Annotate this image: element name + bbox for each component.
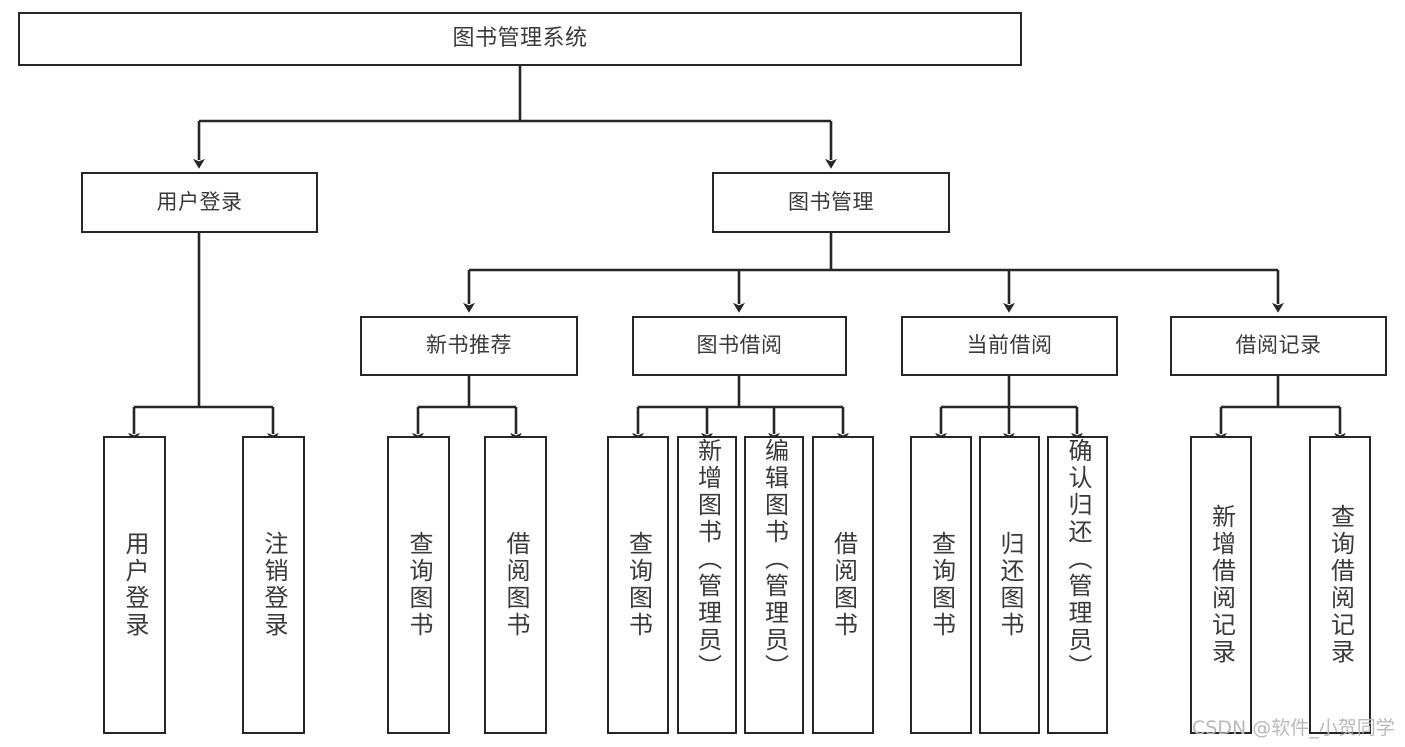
node-borrow-record[interactable]: 借阅记录 (1170, 316, 1387, 376)
node-label: 用户登录 (120, 531, 149, 639)
node-label: 图书管理 (788, 189, 874, 214)
node-label: 查询图书 (927, 531, 956, 639)
node-label: 用户登录 (156, 189, 243, 214)
node-label: 新增图书（管理员） (693, 438, 722, 681)
node-current-borrow[interactable]: 当前借阅 (901, 316, 1118, 376)
node-label: 借阅图书 (501, 531, 530, 639)
node-label: 归还图书 (995, 531, 1024, 639)
leaf-query-book-recommend[interactable]: 查询图书 (387, 436, 450, 734)
leaf-logout-login[interactable]: 注销登录 (242, 436, 305, 734)
leaf-edit-book-admin[interactable]: 编辑图书（管理员） (744, 436, 804, 734)
node-label: 新书推荐 (426, 333, 512, 358)
leaf-borrow-book-recommend[interactable]: 借阅图书 (484, 436, 547, 734)
node-label: 确认归还（管理员） (1063, 438, 1092, 681)
leaf-add-book-admin[interactable]: 新增图书（管理员） (677, 436, 737, 734)
node-label: 新增借阅记录 (1207, 504, 1236, 666)
node-label: 图书管理系统 (452, 25, 588, 51)
leaf-add-borrow-record[interactable]: 新增借阅记录 (1190, 436, 1252, 734)
node-label: 注销登录 (259, 531, 288, 639)
node-user-login[interactable]: 用户登录 (81, 172, 318, 233)
node-book-borrow[interactable]: 图书借阅 (632, 316, 847, 376)
node-label: 借阅图书 (829, 531, 858, 639)
node-label: 图书借阅 (696, 333, 783, 358)
leaf-borrow-book-borrow[interactable]: 借阅图书 (812, 436, 874, 734)
csdn-watermark: CSDN @软件_小贺同学 (1192, 717, 1395, 739)
node-label: 编辑图书（管理员） (760, 438, 789, 681)
leaf-user-login[interactable]: 用户登录 (103, 436, 166, 734)
leaf-query-borrow-record[interactable]: 查询借阅记录 (1309, 436, 1371, 734)
leaf-query-book-borrow[interactable]: 查询图书 (607, 436, 669, 734)
node-label: 当前借阅 (966, 333, 1053, 358)
leaf-query-book-current[interactable]: 查询图书 (910, 436, 972, 734)
node-new-book-recommend[interactable]: 新书推荐 (360, 316, 578, 376)
node-label: 借阅记录 (1235, 333, 1322, 358)
node-book-management[interactable]: 图书管理 (712, 172, 950, 233)
leaf-return-book[interactable]: 归还图书 (979, 436, 1040, 734)
node-label: 查询图书 (624, 531, 653, 639)
leaf-confirm-return-admin[interactable]: 确认归还（管理员） (1047, 436, 1108, 734)
node-root-book-management-system[interactable]: 图书管理系统 (18, 12, 1022, 66)
node-label: 查询图书 (404, 531, 433, 639)
node-label: 查询借阅记录 (1326, 504, 1355, 666)
